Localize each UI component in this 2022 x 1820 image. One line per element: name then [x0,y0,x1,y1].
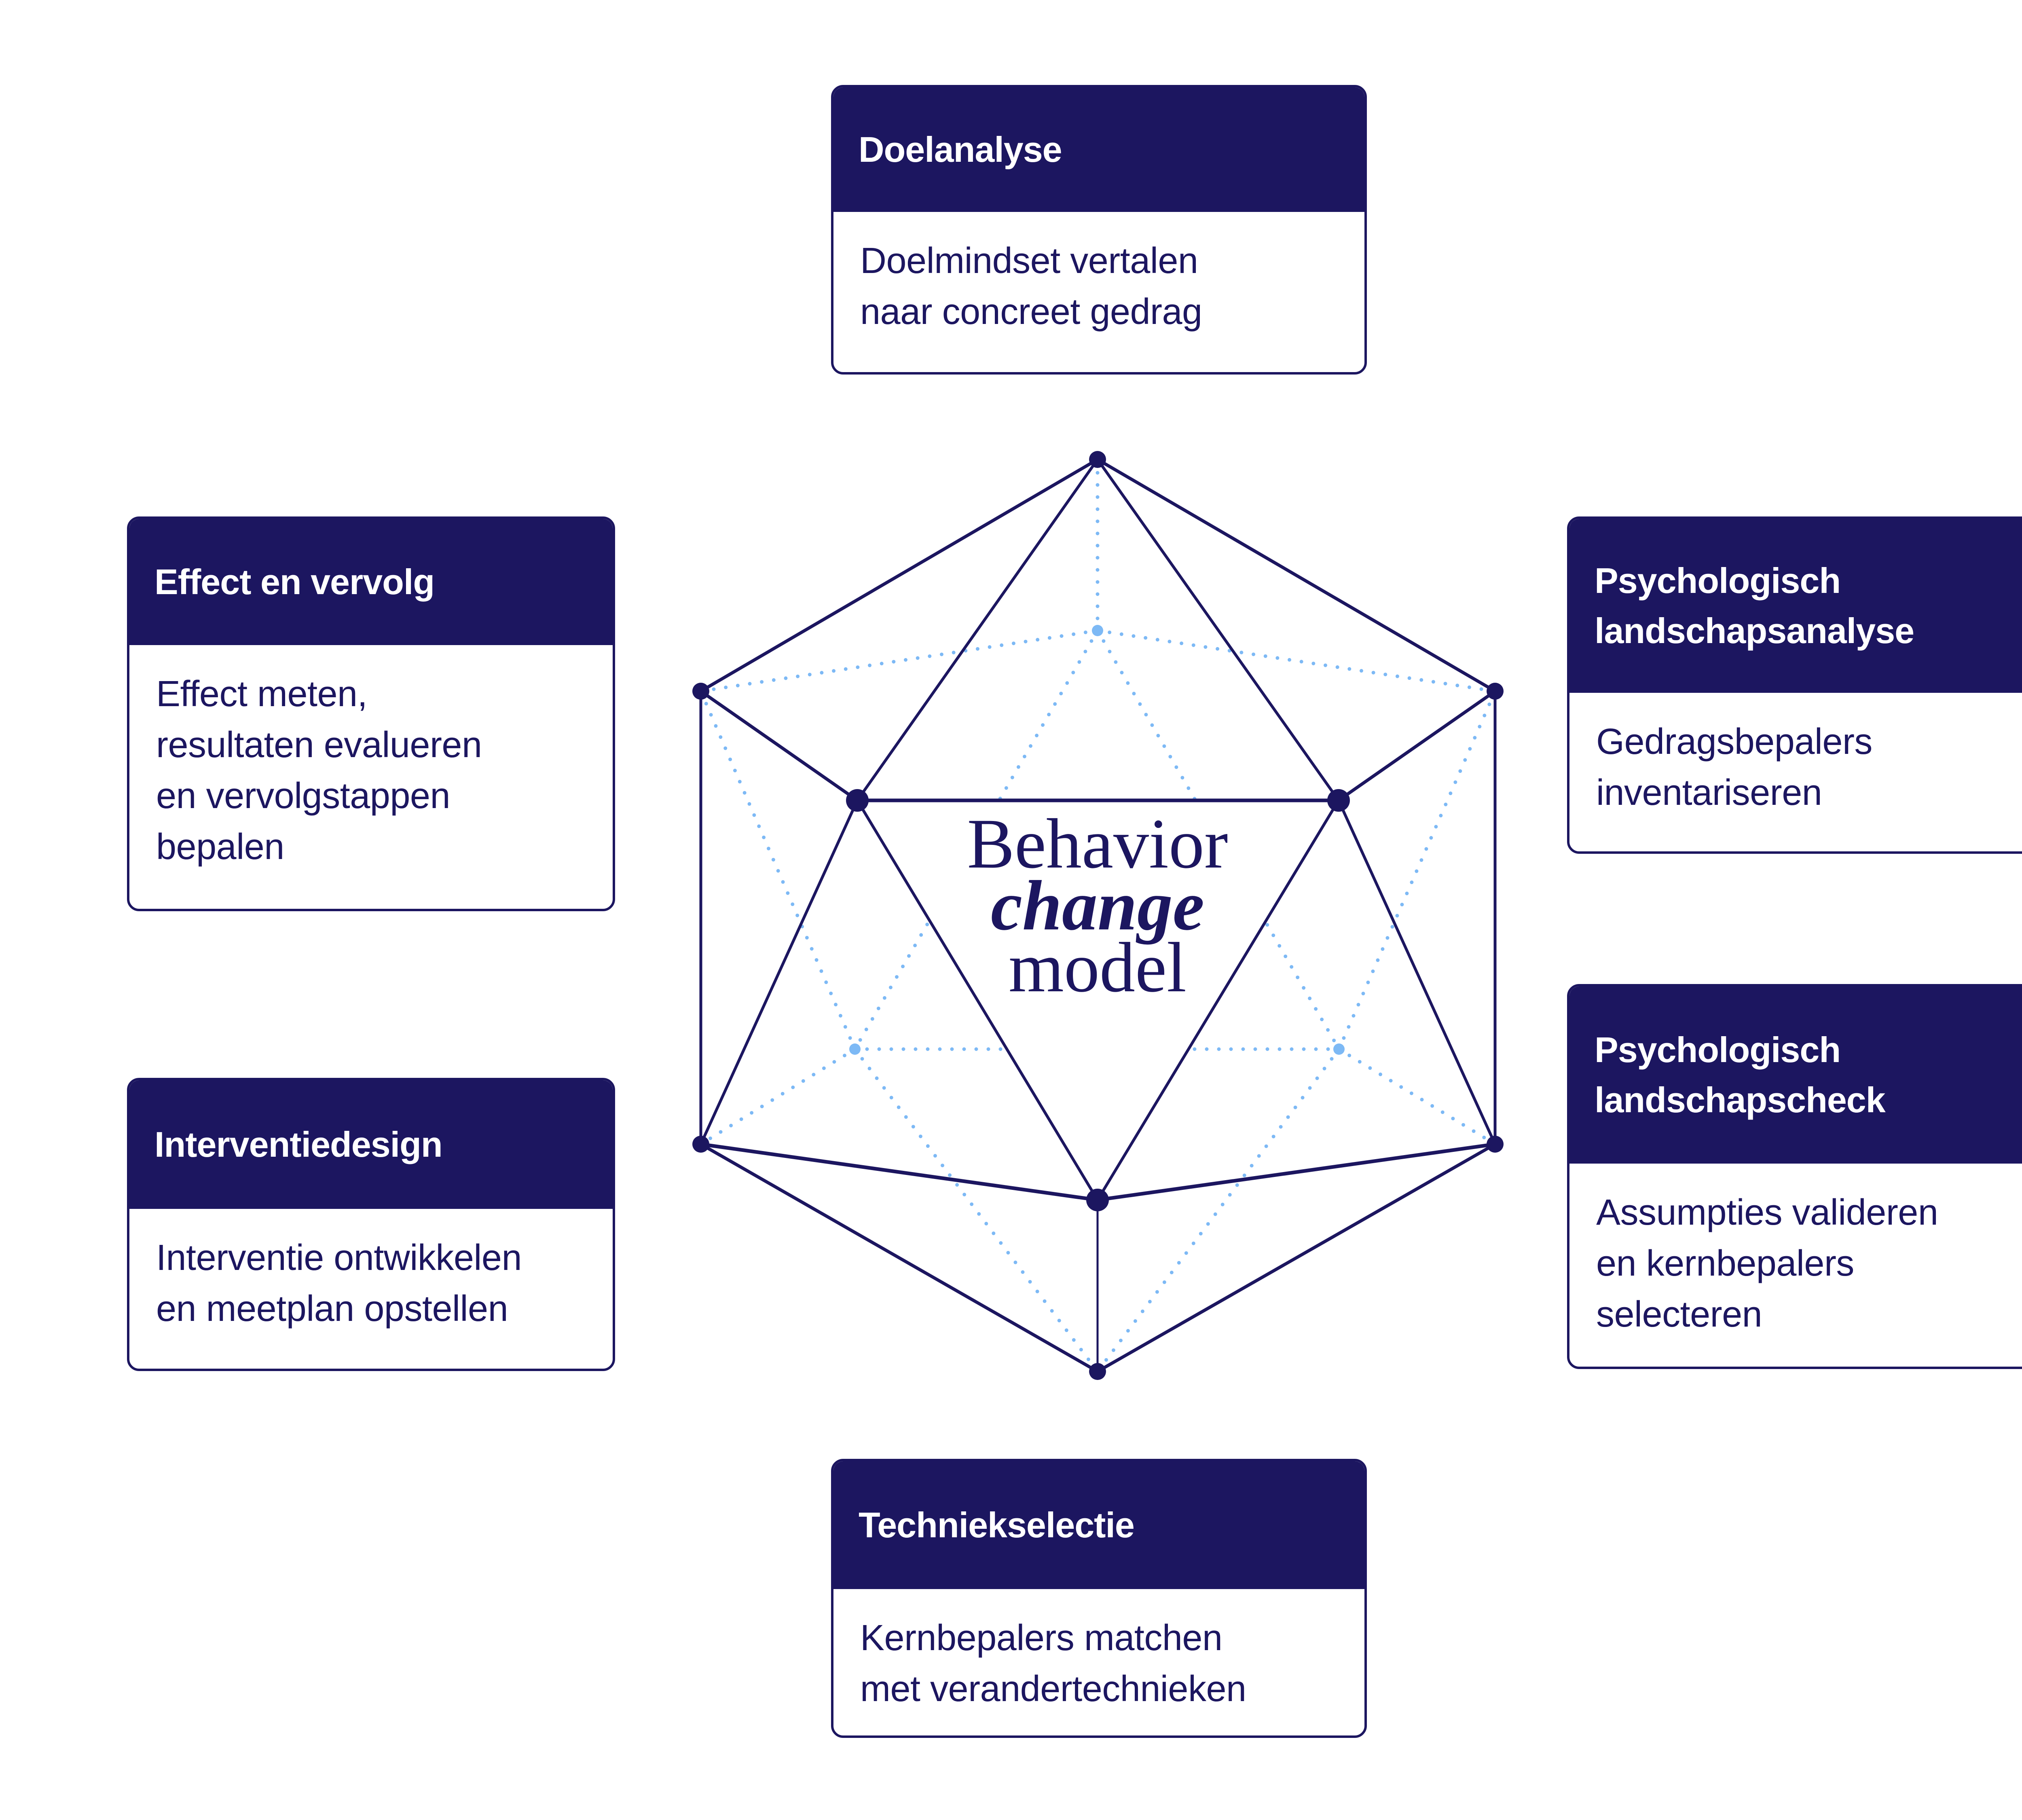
step-card-header: Effect en vervolg [129,519,613,645]
step-description-line: en meetplan opstellen [156,1289,508,1329]
edge [856,799,1099,1202]
step-card-effect-en-vervolg: Effect en vervolg Effect meten, resultat… [127,516,615,911]
edge [1096,1142,1497,1202]
step-card-techniekselectie: Techniekselectie Kernbepalers matchen me… [831,1459,1367,1738]
hidden-vertex-back-right [1333,1043,1345,1055]
vertex-outer-right [1487,683,1504,700]
step-title-line: landschapscheck [1595,1080,1886,1120]
model-title-line-change: change [991,866,1204,945]
step-description-line: Gedragsbepalers [1596,722,1872,762]
hidden-vertex-back-top [1092,625,1103,636]
step-card-psychologisch-landschapscheck: Psychologisch landschapscheck Assumpties… [1567,984,2022,1369]
step-description-line: Doelmindset vertalen [860,241,1198,281]
step-description: Assumpties valideren en kernbepalers sel… [1569,1164,2022,1340]
step-description-line: inventariseren [1596,772,1822,813]
step-card-header: Psychologisch landschapsanalyse [1569,519,2022,693]
center-face [857,800,1339,1200]
step-title: Effect en vervolg [154,562,435,602]
step-description: Kernbepalers matchen met verandertechnie… [833,1589,1364,1714]
edge [699,1142,1100,1202]
step-title: Techniekselectie [859,1505,1135,1545]
step-description-line: Kernbepalers matchen [860,1618,1223,1658]
hidden-vertex-back-left [849,1043,861,1055]
edge [1096,1143,1497,1373]
hidden-edge [1096,629,1497,693]
step-description-line: naar concreet gedrag [860,292,1202,332]
step-title-line: landschapsanalyse [1595,611,1914,651]
visible-edges [699,458,1497,1373]
step-card-header: Techniekselectie [833,1461,1364,1589]
visible-vertices [692,451,1504,1380]
edge [1337,690,1497,802]
edge [1096,458,1497,693]
hidden-edge [699,689,857,1051]
step-description: Effect meten, resultaten evalueren en ve… [129,645,613,872]
edge [856,458,1099,802]
vertex-lower-left [692,1136,709,1153]
step-card-header: Interventiedesign [129,1080,613,1209]
step-description: Gedragsbepalers inventariseren [1569,693,2022,818]
step-description-line: selecteren [1596,1294,1762,1335]
step-title-line: Psychologisch [1595,1030,1841,1070]
model-title: Behavior change model [936,804,1259,1007]
step-title: Doelanalyse [859,129,1062,169]
vertex-inner-left [846,789,869,812]
edge [699,1143,1099,1373]
vertex-lower-right [1487,1136,1504,1153]
step-card-header: Doelanalyse [833,87,1364,212]
step-description-line: Interventie ontwikkelen [156,1238,522,1278]
step-title-line: Psychologisch [1595,561,1841,601]
step-card-doelanalyse: Doelanalyse Doelmindset vertalen naar co… [831,85,1367,375]
step-card-header: Psychologisch landschapscheck [1569,986,2022,1164]
vertex-inner-right [1327,789,1350,812]
vertex-inner-bottom [1086,1189,1109,1211]
step-card-interventiedesign: Interventiedesign Interventie ontwikkele… [127,1078,615,1371]
hidden-edge [699,629,1100,693]
step-description-line: resultaten evalueren [156,725,482,765]
vertex-outer-left [692,683,709,700]
step-description-line: en vervolgstappen [156,776,451,816]
step-description-line: Effect meten, [156,674,368,714]
hidden-edge [1337,1047,1497,1146]
edge [699,690,859,802]
step-description-line: met verandertechnieken [860,1669,1246,1709]
edge [699,458,1099,693]
step-description-line: en kernbepalers [1596,1243,1854,1284]
hidden-edge [1337,689,1497,1051]
step-description: Doelmindset vertalen naar concreet gedra… [833,212,1364,337]
edge [1096,799,1340,1202]
edge [699,799,859,1146]
edge [1096,458,1340,802]
model-title-line-behavior: Behavior [967,804,1228,883]
step-description-line: Assumpties valideren [1596,1192,1938,1233]
step-description-line: bepalen [156,827,284,867]
model-title-line-model: model [1009,928,1187,1007]
vertex-bottom [1089,1363,1106,1380]
step-card-psychologisch-landschapsanalyse: Psychologisch landschapsanalyse Gedragsb… [1567,516,2022,854]
step-title: Interventiedesign [154,1124,443,1164]
edge [1337,799,1497,1146]
hidden-vertices [849,625,1345,1055]
step-description: Interventie ontwikkelen en meetplan opst… [129,1209,613,1334]
vertex-top [1089,451,1106,468]
